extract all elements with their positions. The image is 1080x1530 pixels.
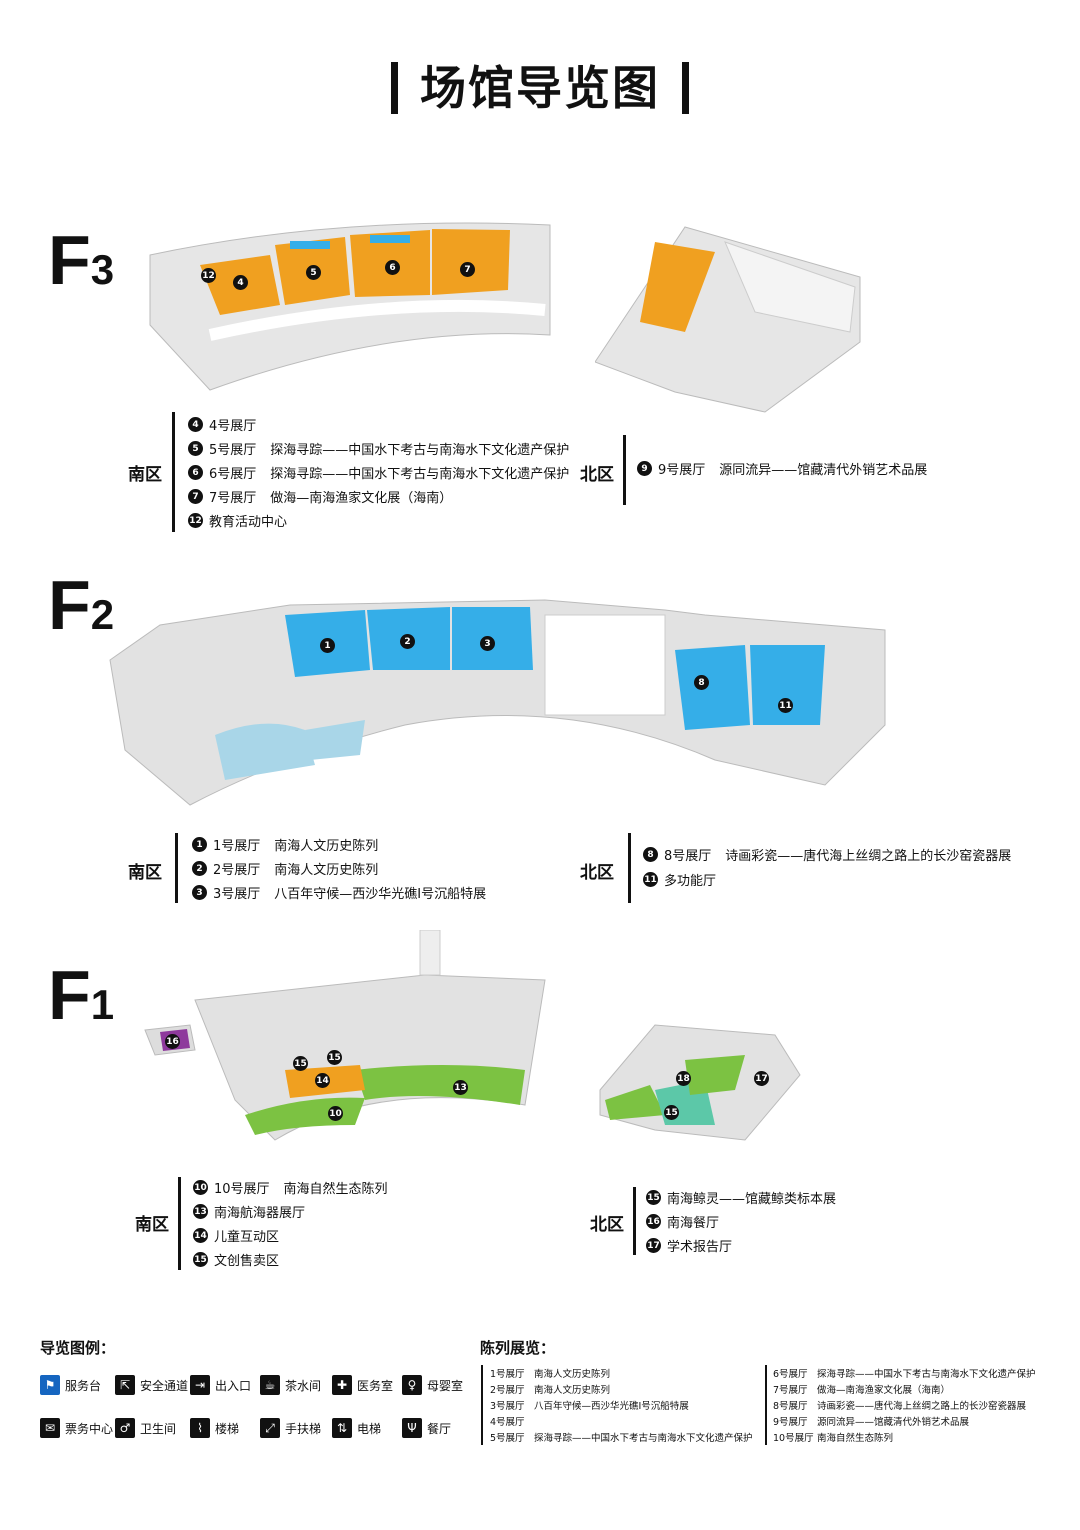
- f1-south-divider: [178, 1177, 181, 1270]
- map-marker[interactable]: 15: [664, 1105, 679, 1120]
- map-marker[interactable]: 10: [328, 1106, 343, 1121]
- f2-north-zone-label: 北区: [580, 863, 614, 883]
- f1-north-divider: [633, 1187, 636, 1255]
- f2-map: [109, 599, 886, 806]
- map-marker[interactable]: 17: [754, 1071, 769, 1086]
- legend-item: ♀母婴室: [402, 1375, 463, 1395]
- f1-south-zone-label: 南区: [135, 1215, 169, 1235]
- f3-south-divider: [172, 412, 175, 532]
- list-item: 3号展厅八百年守候—西沙华光礁Ⅰ号沉船特展: [490, 1401, 689, 1412]
- map-marker[interactable]: 18: [676, 1071, 691, 1086]
- map-marker[interactable]: 6: [385, 260, 400, 275]
- floor-label-f1: F1: [48, 956, 115, 1034]
- list-item: 2号展厅南海人文历史陈列: [490, 1385, 611, 1396]
- exhibits-title: 陈列展览：: [480, 1339, 556, 1357]
- map-marker[interactable]: 16: [165, 1034, 180, 1049]
- f1-north-map: [599, 1024, 801, 1141]
- list-item: 10号展厅南海自然生态陈列: [773, 1433, 894, 1444]
- map-marker[interactable]: 15: [327, 1050, 342, 1065]
- f3-north-divider: [623, 435, 626, 505]
- f3-south-zone-label: 南区: [128, 465, 162, 485]
- map-marker[interactable]: 8: [694, 675, 709, 690]
- legend-item: ♂卫生间: [115, 1418, 176, 1438]
- legend-item: ⌇楼梯: [190, 1418, 239, 1438]
- legend-item: ⇅电梯: [332, 1418, 381, 1438]
- page-title: 场馆导览图: [391, 62, 689, 114]
- list-item: 9号展厅源同流异——馆藏清代外销艺术品展: [773, 1417, 970, 1428]
- safety-exit-icon: ⇱: [115, 1375, 135, 1395]
- f3-south-map: [149, 222, 551, 391]
- list-item: 4号展厅: [490, 1417, 525, 1428]
- map-marker[interactable]: 14: [315, 1073, 330, 1088]
- map-marker[interactable]: 13: [453, 1080, 468, 1095]
- map-marker[interactable]: 12: [201, 268, 216, 283]
- restroom-icon: ♂: [115, 1418, 135, 1438]
- nursing-room-icon: ♀: [402, 1375, 422, 1395]
- list-item: 1号展厅南海人文历史陈列: [490, 1369, 611, 1380]
- legend-item: ✉票务中心: [40, 1418, 113, 1438]
- restaurant-icon: Ψ: [402, 1418, 422, 1438]
- stairs-icon: ⌇: [190, 1418, 210, 1438]
- elevator-icon: ⇅: [332, 1418, 352, 1438]
- f3-north-map: [595, 226, 861, 413]
- map-marker[interactable]: 15: [293, 1056, 308, 1071]
- service-desk-icon: ⚑: [40, 1375, 60, 1395]
- legend-item: ⇥出入口: [190, 1375, 251, 1395]
- list-item: 8号展厅诗画彩瓷——唐代海上丝绸之路上的长沙窑瓷器展: [773, 1401, 1027, 1412]
- f2-north-divider: [628, 833, 631, 903]
- tea-room-icon: ☕: [260, 1375, 280, 1395]
- legend-title: 导览图例：: [40, 1339, 116, 1357]
- map-marker[interactable]: 1: [320, 638, 335, 653]
- ticket-center-icon: ✉: [40, 1418, 60, 1438]
- page-title-wrap: 场馆导览图: [0, 62, 1080, 114]
- floor-label-f2: F2: [48, 566, 115, 644]
- map-marker[interactable]: 3: [480, 636, 495, 651]
- list-item: 5号展厅探海寻踪——中国水下考古与南海水下文化遗产保护: [490, 1433, 753, 1444]
- map-marker[interactable]: 11: [778, 698, 793, 713]
- legend-item: ⇱安全通道: [115, 1375, 188, 1395]
- list-item: 7号展厅做海—南海渔家文化展（海南）: [773, 1385, 951, 1396]
- entrance-exit-icon: ⇥: [190, 1375, 210, 1395]
- legend-item: ☕茶水间: [260, 1375, 321, 1395]
- list-item: 6号展厅探海寻踪——中国水下考古与南海水下文化遗产保护: [773, 1369, 1036, 1380]
- f1-south-map: [144, 930, 546, 1141]
- exhibits-right-divider: [765, 1365, 767, 1445]
- legend-item: ⤢手扶梯: [260, 1418, 321, 1438]
- f2-south-divider: [175, 833, 178, 903]
- exhibits-left-divider: [481, 1365, 483, 1445]
- map-marker[interactable]: 7: [460, 262, 475, 277]
- legend-item: ✚医务室: [332, 1375, 393, 1395]
- f2-south-zone-label: 南区: [128, 863, 162, 883]
- legend-item: ⚑服务台: [40, 1375, 101, 1395]
- escalator-icon: ⤢: [260, 1418, 280, 1438]
- floor-label-f3: F3: [48, 221, 115, 299]
- f1-north-zone-label: 北区: [590, 1215, 624, 1235]
- map-marker[interactable]: 4: [233, 275, 248, 290]
- map-marker[interactable]: 2: [400, 634, 415, 649]
- f3-north-zone-label: 北区: [580, 465, 614, 485]
- map-marker[interactable]: 5: [306, 265, 321, 280]
- medical-room-icon: ✚: [332, 1375, 352, 1395]
